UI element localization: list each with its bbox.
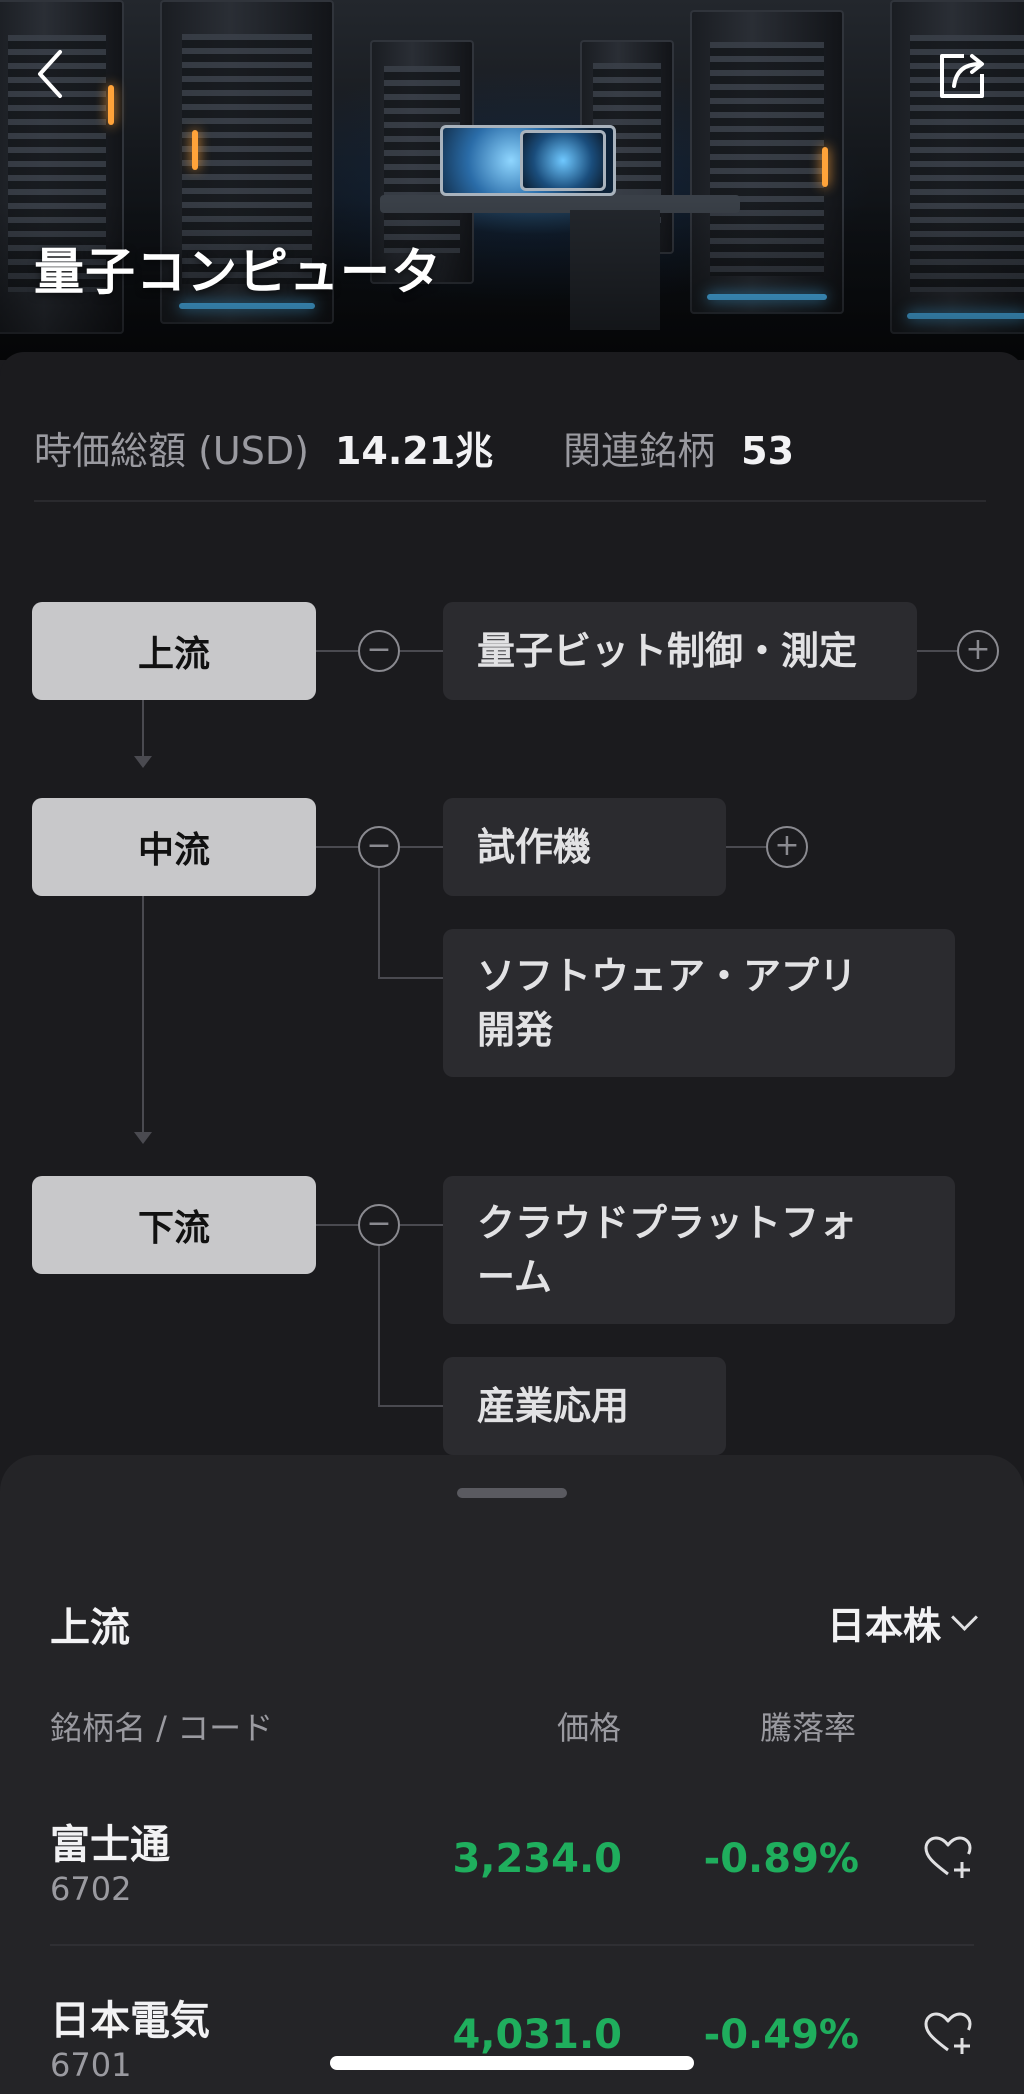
heart-plus-icon	[924, 2012, 972, 2054]
flow-connector	[400, 1224, 444, 1226]
stock-code: 6701	[50, 2046, 132, 2084]
market-dropdown[interactable]: 日本株	[826, 1595, 978, 1650]
expand-prototype-button[interactable]: +	[766, 826, 808, 868]
flow-connector	[917, 650, 957, 652]
flow-connector	[726, 846, 766, 848]
flow-connector	[316, 1224, 358, 1226]
node-industrial-application[interactable]: 産業応用	[443, 1357, 726, 1455]
plus-circle-icon: +	[965, 632, 991, 667]
stock-code: 6702	[50, 1870, 132, 1908]
page-title: 量子コンピュータ	[34, 243, 442, 301]
node-software-app-line2: 開発	[477, 1008, 554, 1052]
sheet-title: 上流	[50, 1605, 130, 1651]
flow-connector	[400, 846, 444, 848]
row-divider	[50, 1944, 974, 1946]
column-header-change: 騰落率	[760, 1709, 857, 1747]
node-cloud-platform[interactable]: クラウドプラットフォ ーム	[443, 1176, 955, 1324]
flow-connector	[142, 896, 144, 1138]
market-dropdown-label: 日本株	[826, 1604, 941, 1648]
node-cloud-platform-line1: クラウドプラットフォ	[477, 1201, 858, 1245]
flow-connector	[378, 1405, 444, 1407]
add-favorite-button[interactable]	[922, 1834, 974, 1880]
stock-price: 4,031.0	[452, 2012, 622, 2058]
column-header-price: 価格	[557, 1709, 622, 1747]
expand-qubit-control-button[interactable]: +	[957, 630, 999, 672]
back-chevron-icon	[38, 50, 62, 98]
back-button[interactable]	[28, 44, 72, 104]
column-header-name: 銘柄名 / コード	[50, 1709, 274, 1747]
stock-change: -0.89%	[703, 1836, 859, 1882]
stock-change: -0.49%	[703, 2012, 859, 2058]
flow-connector	[400, 650, 444, 652]
stage-midstream[interactable]: 中流	[32, 798, 316, 896]
minus-circle-icon: −	[366, 1206, 392, 1241]
stage-downstream[interactable]: 下流	[32, 1176, 316, 1274]
bottom-sheet	[0, 1455, 1024, 2094]
market-cap-label: 時価総額 (USD)	[34, 429, 309, 473]
hero-shade	[0, 200, 1024, 360]
node-software-app[interactable]: ソフトウェア・アプリ 開発	[443, 929, 955, 1077]
chevron-down-icon	[951, 1604, 978, 1631]
plus-circle-icon: +	[774, 828, 800, 863]
flow-connector	[378, 1246, 380, 1406]
divider	[34, 500, 986, 502]
flow-connector	[378, 977, 444, 979]
stock-name[interactable]: 富士通	[50, 1822, 170, 1868]
stock-name[interactable]: 日本電気	[50, 1998, 210, 2044]
node-qubit-control[interactable]: 量子ビット制御・測定	[443, 602, 917, 700]
add-favorite-button[interactable]	[922, 2010, 974, 2056]
node-software-app-line1: ソフトウェア・アプリ	[477, 954, 858, 998]
heart-plus-icon	[924, 1836, 972, 1878]
flow-connector	[316, 846, 358, 848]
stage-upstream[interactable]: 上流	[32, 602, 316, 700]
collapse-downstream-button[interactable]: −	[358, 1204, 400, 1246]
sheet-drag-handle[interactable]	[457, 1488, 567, 1498]
monitor-image	[520, 130, 606, 191]
hero-banner: 量子コンピュータ	[0, 0, 1024, 360]
related-stocks-label: 関連銘柄	[563, 429, 716, 473]
node-cloud-platform-line2: ーム	[477, 1255, 552, 1299]
home-indicator[interactable]	[330, 2056, 694, 2070]
minus-circle-icon: −	[366, 828, 392, 863]
stats-bar: 時価総額 (USD) 14.21兆 関連銘柄 53	[34, 420, 794, 475]
node-prototype[interactable]: 試作機	[443, 798, 726, 896]
stock-price: 3,234.0	[452, 1836, 622, 1882]
collapse-upstream-button[interactable]: −	[358, 630, 400, 672]
flow-connector	[316, 650, 358, 652]
share-button[interactable]	[934, 48, 990, 104]
market-cap-value: 14.21兆	[334, 429, 494, 473]
minus-circle-icon: −	[366, 632, 392, 667]
flow-arrow	[134, 756, 152, 768]
flow-arrow	[134, 1132, 152, 1144]
share-icon	[940, 54, 984, 98]
flow-connector	[378, 868, 380, 978]
collapse-midstream-button[interactable]: −	[358, 826, 400, 868]
related-stocks-value: 53	[741, 429, 795, 473]
flow-connector	[142, 700, 144, 766]
